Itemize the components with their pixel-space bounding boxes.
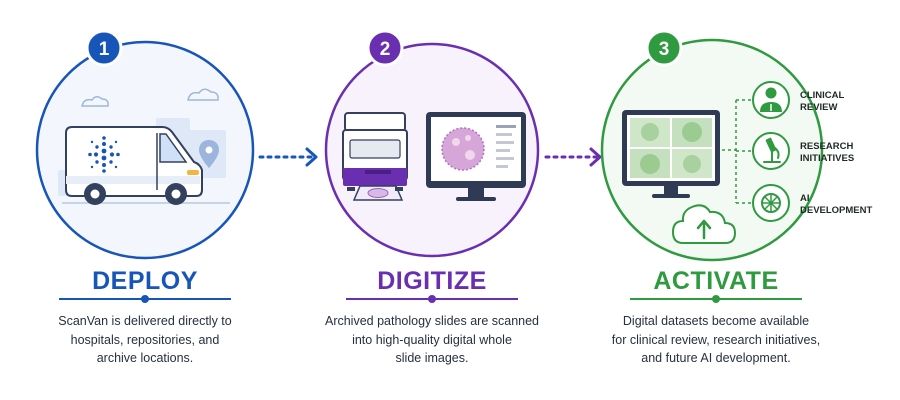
step-title-activate: ACTIVATE: [653, 267, 779, 295]
scanvan-logo-icon: [88, 136, 120, 173]
svg-text:3: 3: [659, 39, 670, 60]
cloud-upload-icon: [671, 204, 737, 244]
dotted-arrow-icon: [544, 147, 602, 167]
step-number-badge-1: 1: [85, 29, 123, 67]
slide-scanner-icon: [342, 112, 408, 201]
monitor-with-slides-icon: [622, 110, 720, 198]
step-title-digitize: DIGITIZE: [377, 267, 487, 295]
step-description-deploy: ScanVan is delivered directly to hospita…: [58, 314, 232, 365]
svg-text:2: 2: [380, 39, 391, 60]
step-number-badge-2: 2: [366, 29, 404, 67]
step-title-deploy: DEPLOY: [92, 267, 198, 295]
step-deploy-illustration: 1: [35, 29, 255, 260]
divider-dot: [141, 295, 149, 303]
monitor-icon: [426, 112, 526, 201]
ai-brain-icon: [752, 184, 790, 222]
microscope-icon: [752, 132, 790, 170]
location-pin-icon: [199, 140, 219, 168]
doctor-icon: [752, 81, 790, 119]
cloud-icon: [81, 88, 219, 107]
step-description-digitize: Archived pathology slides are scanned in…: [324, 314, 540, 365]
delivery-van-icon: [65, 126, 203, 205]
divider-dot: [712, 295, 720, 303]
divider-dot: [428, 295, 436, 303]
dotted-arrow-icon: [258, 147, 318, 167]
step-description-activate: Digital datasets become available for cl…: [611, 314, 821, 365]
outcome-bracket: [722, 99, 754, 204]
step-number-badge-3: 3: [645, 29, 683, 67]
step-digitize-illustration: 2: [324, 29, 540, 258]
svg-text:1: 1: [99, 39, 110, 60]
